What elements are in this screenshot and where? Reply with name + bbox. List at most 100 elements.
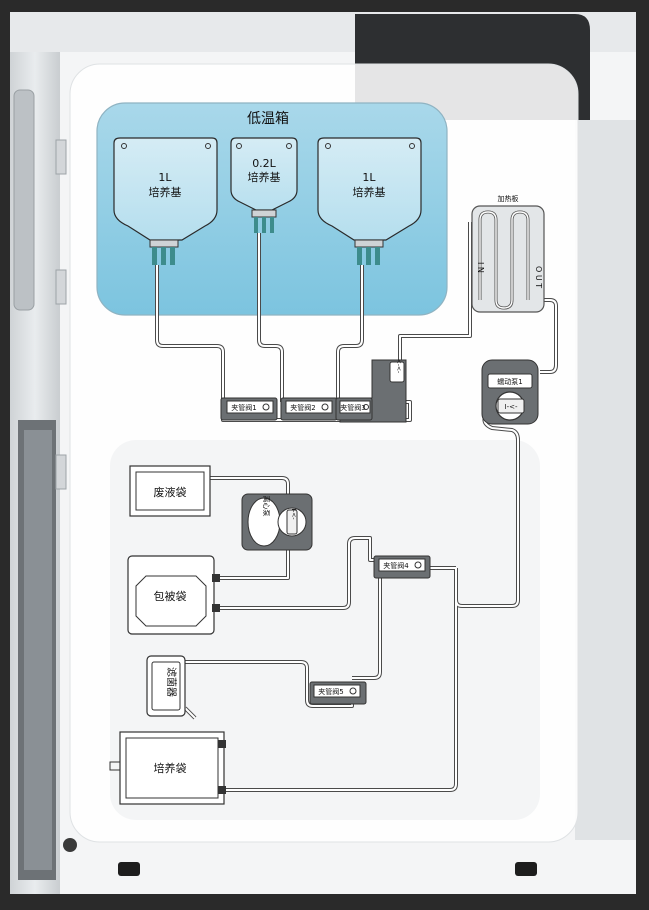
heater-body — [471, 205, 545, 313]
bag-port — [357, 247, 362, 265]
coated-bag-inner — [135, 575, 207, 627]
valve-window — [313, 684, 361, 698]
coated-bag: 包被袋 — [127, 555, 220, 635]
valve-label: 夹管阀5 — [318, 687, 343, 696]
filter-inner — [151, 661, 181, 711]
valve-knob — [262, 403, 270, 411]
valve-knob — [321, 403, 329, 411]
coated-bag-port — [212, 574, 220, 582]
bag-volume: 1L — [362, 171, 376, 184]
bag-volume: 1L — [158, 171, 172, 184]
bag-hole — [205, 143, 211, 149]
culture-bag: 培养袋 — [109, 731, 226, 805]
machine-right-side — [575, 120, 636, 840]
fridge-title: 低温箱 — [247, 111, 289, 127]
media-bag-1: 1L 培养基 — [113, 137, 218, 265]
bag-port — [161, 247, 166, 265]
valve-label: 夹管阀3 — [340, 403, 365, 412]
pump-title-window — [487, 373, 533, 389]
centrifuge-pump: 离心泵 I-<- — [241, 493, 313, 551]
door-inner-recess — [24, 430, 52, 870]
centrifuge-symbol: I-<- — [290, 508, 297, 519]
pinch-valve-4: 夹管阀4 — [373, 555, 431, 579]
bag-hole — [286, 143, 292, 149]
hinge-2 — [55, 269, 67, 305]
foot-left — [118, 862, 140, 876]
centrifuge-label: 离心泵 — [262, 496, 271, 517]
bag-name: 培养基 — [248, 170, 281, 184]
heater-plate: 加热板 I N O U T — [471, 194, 545, 313]
valve-label: 夹管阀1 — [231, 403, 256, 412]
filter-unit: 滤菌器 — [146, 655, 186, 717]
pump-title: 蠕动泵1 — [497, 377, 522, 386]
bag-name: 培养基 — [353, 185, 386, 199]
bag-port-block — [251, 209, 277, 218]
bag-port — [366, 247, 371, 265]
coated-bag-label: 包被袋 — [154, 589, 187, 603]
bag-name: 培养基 — [149, 185, 182, 199]
pinch-valve-3: 夹管阀3 — [335, 397, 373, 421]
bag-volume: 0.2L — [252, 157, 276, 170]
valve-window — [226, 400, 274, 414]
waste-bag: 废液袋 — [129, 465, 211, 517]
waste-bag-inner — [135, 471, 205, 511]
centrifuge-symbol-window — [286, 509, 298, 535]
hinge-1 — [55, 139, 67, 175]
bag-port — [254, 217, 258, 233]
culture-bag-inner — [125, 737, 219, 799]
filter-label: 滤菌器 — [165, 667, 178, 697]
bag-hole — [121, 143, 127, 149]
heater-in-label: I N — [476, 262, 485, 273]
heater-title: 加热板 — [498, 194, 519, 203]
valve-window — [339, 400, 371, 414]
waste-bag-label: 废液袋 — [154, 485, 187, 499]
bag-port — [375, 247, 380, 265]
valve-window — [378, 558, 426, 572]
inner-chamber — [110, 440, 540, 820]
bag-hole — [325, 143, 331, 149]
valve-label: 夹管阀2 — [290, 403, 315, 412]
valve-window — [285, 400, 333, 414]
bag-port — [152, 247, 157, 265]
bag-body — [317, 137, 422, 241]
filter-outer — [146, 655, 186, 717]
hinge-3 — [55, 454, 67, 490]
peristaltic-pump-1: 蠕动泵1 I-<- — [481, 359, 539, 425]
pump-symbol: I-<- — [505, 403, 518, 411]
bag-port-block — [354, 239, 384, 248]
culture-bag-outer — [119, 731, 225, 805]
bag-port — [262, 217, 266, 233]
valve-knob — [363, 404, 369, 410]
heater-coil-highlight — [479, 211, 529, 309]
valve-label: 夹管阀4 — [383, 561, 409, 570]
culture-bag-label: 培养袋 — [154, 761, 187, 775]
bag-body — [113, 137, 218, 241]
bag-port — [270, 217, 274, 233]
culture-bag-port — [218, 740, 226, 748]
valve-knob — [414, 561, 422, 569]
culture-bag-port — [218, 786, 226, 794]
bag-hole — [409, 143, 415, 149]
tubing — [155, 222, 558, 792]
media-bag-2: 0.2L 培养基 — [230, 137, 298, 233]
bag-port — [170, 247, 175, 265]
pinch-valve-2: 夹管阀2 — [280, 397, 338, 421]
media-bag-3: 1L 培养基 — [317, 137, 422, 265]
lock-knob — [63, 838, 77, 852]
pinch-valve-5: 夹管阀5 — [309, 681, 367, 705]
valve-knob — [349, 687, 357, 695]
bag-hole — [236, 143, 242, 149]
pump-symbol-window — [497, 398, 525, 414]
pinch-valve-1: 夹管阀1 — [220, 397, 278, 421]
culture-bag-clip — [109, 761, 121, 771]
top-module-symbol: <-<- — [395, 359, 402, 373]
bag-port-block — [149, 239, 179, 248]
door-window — [13, 89, 35, 311]
coated-bag-port — [212, 604, 220, 612]
top-module-window — [389, 361, 405, 383]
waste-bag-outer — [129, 465, 211, 517]
heater-out-label: O U T — [534, 266, 543, 288]
foot-right — [515, 862, 537, 876]
